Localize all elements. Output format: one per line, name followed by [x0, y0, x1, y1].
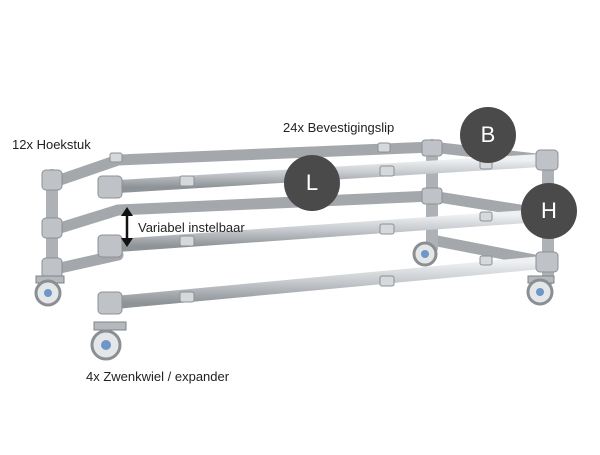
wheel-front-left [90, 321, 127, 361]
wheel-back-middle [412, 241, 438, 267]
clips [109, 142, 493, 303]
wheel-back-left [34, 275, 65, 307]
height-badge: H [521, 183, 577, 239]
double-arrow-icon [121, 207, 133, 247]
clips-label: 24x Bevestigingslip [283, 120, 395, 135]
length-badge: L [284, 155, 340, 211]
corner-pieces-label: 12x Hoekstuk [12, 137, 91, 152]
corner-connectors [41, 139, 559, 315]
adjustable-label: Variabel instelbaar [138, 220, 245, 235]
wheels-label: 4x Zwenkwiel / expander [86, 369, 230, 384]
width-badge: B [460, 107, 516, 163]
wheels [34, 241, 555, 361]
wheel-back-right [526, 275, 555, 306]
